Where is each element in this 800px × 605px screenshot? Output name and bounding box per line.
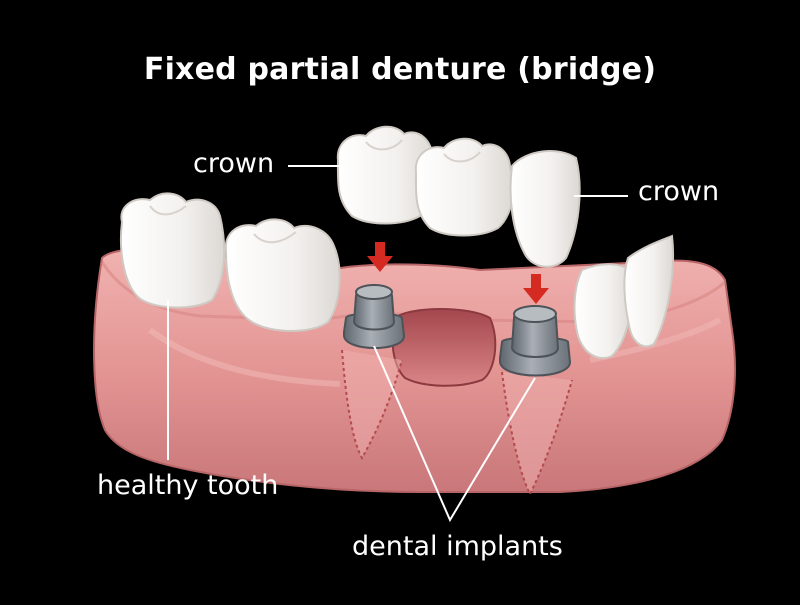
implant-abutment-right [499,305,572,377]
page-title: Fixed partial denture (bridge) [143,52,657,87]
bridge-crowns [336,125,581,268]
label-healthy-tooth: healthy tooth [97,470,279,501]
healthy-tooth-molar-front [224,218,341,332]
label-crown-right: crown [638,176,720,207]
leader-line-implants [373,345,536,523]
label-dental-implants: dental implants [352,531,563,562]
tooth-incisor-1 [573,263,634,359]
arrow-down-right [523,274,549,304]
label-crown-left: crown [193,148,275,179]
gap-socket [391,308,497,387]
healthy-tooth-molar-back [120,192,226,309]
implant-abutment-left [343,284,406,349]
tooth-incisor-2 [623,234,675,348]
arrow-down-left [367,242,393,272]
